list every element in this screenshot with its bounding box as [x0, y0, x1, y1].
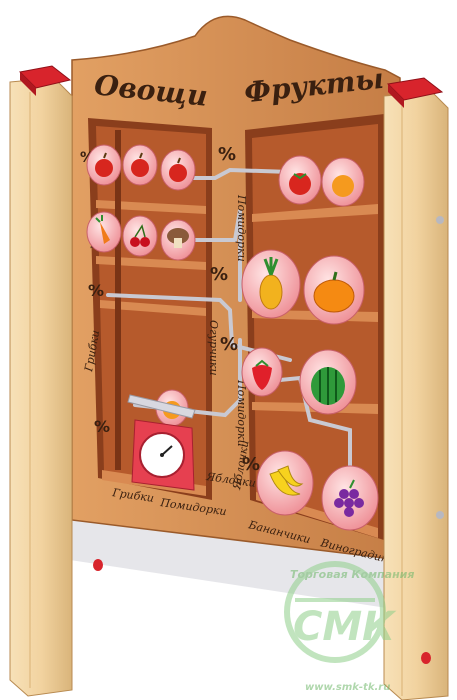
percent-sign: %	[218, 144, 236, 165]
disc-pineapple[interactable]	[241, 249, 301, 319]
disc-pumpkin[interactable]	[303, 255, 365, 325]
watermark-brand: СМК	[293, 604, 397, 650]
disc-carrot[interactable]	[86, 211, 122, 253]
left-post	[9, 65, 103, 697]
percent-sign: %	[242, 454, 260, 475]
label-tomatoes-vertical: Помидорки	[235, 194, 248, 262]
label-tomatoes-center: Помидорки	[235, 379, 248, 447]
label-mushrooms-bottom: Грибки	[111, 486, 155, 505]
percent-sign: %	[88, 281, 104, 300]
disc-orange[interactable]	[321, 157, 365, 207]
disc-banana[interactable]	[256, 450, 314, 516]
disc-cherries[interactable]	[122, 215, 158, 257]
disc-apple[interactable]	[86, 144, 122, 186]
percent-sign: %	[210, 264, 228, 285]
watermark-company-line: Торговая Компания	[290, 568, 414, 581]
percent-sign: %	[94, 417, 110, 436]
disc-watermelon[interactable]	[299, 349, 357, 415]
panel-base-shadow	[70, 520, 400, 610]
disc-mushroom[interactable]	[160, 219, 196, 261]
label-cucumbers-vertical: Огурчики	[207, 320, 220, 376]
percent-sign: %	[220, 334, 238, 355]
disc-apple[interactable]	[160, 149, 196, 191]
disc-strawberry[interactable]	[241, 347, 283, 397]
company-watermark: Торговая Компания СМК www.smk-tk.ru	[284, 561, 414, 693]
disc-grapes[interactable]	[321, 465, 379, 531]
right-post	[383, 77, 449, 700]
watermark-url: www.smk-tk.ru	[305, 682, 390, 693]
kitchen-scale	[127, 394, 196, 491]
disc-tomato[interactable]	[278, 155, 322, 205]
disc-apple[interactable]	[122, 144, 158, 186]
